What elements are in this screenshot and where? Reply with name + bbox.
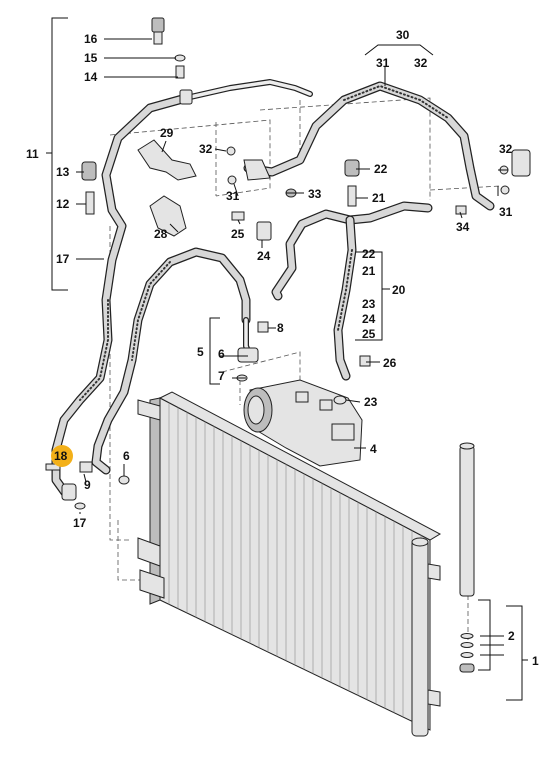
callout-32-top: 32 [414, 56, 428, 70]
leader-line [83, 473, 87, 483]
callout-23-low: 23 [364, 395, 378, 409]
callout-34: 34 [456, 220, 470, 234]
callout-25-group: 25 [362, 327, 376, 341]
callout-24: 24 [257, 249, 271, 263]
bracket-30 [364, 44, 434, 56]
bracket-11 [51, 17, 68, 291]
pressure-switch [151, 17, 165, 45]
leader-line [459, 211, 463, 219]
callout-15: 15 [84, 51, 98, 65]
callout-6-low: 6 [123, 449, 130, 463]
leader-line [161, 140, 167, 153]
callout-29: 29 [160, 126, 174, 140]
callout-labels: 16 15 14 11 13 12 17 29 28 32 31 33 25 2… [26, 28, 539, 668]
callout-22-group: 22 [362, 247, 376, 261]
callout-9: 9 [84, 478, 91, 492]
callout-7: 7 [218, 369, 225, 383]
callout-24-group: 24 [362, 312, 376, 326]
bracket-20 [355, 251, 383, 341]
dryer-cartridge [459, 442, 475, 673]
leader-line [214, 148, 227, 152]
highlight-marker [51, 445, 73, 467]
callout-2: 2 [508, 629, 515, 643]
callout-31-top: 31 [376, 56, 390, 70]
callout-14: 14 [84, 70, 98, 84]
callout-8: 8 [277, 321, 284, 335]
callout-20: 20 [392, 283, 406, 297]
callout-4: 4 [370, 442, 377, 456]
callout-18: 18 [54, 449, 68, 463]
callout-31-left: 31 [226, 189, 240, 203]
leader-line [345, 399, 361, 403]
callout-12: 12 [56, 197, 70, 211]
callout-5: 5 [197, 345, 204, 359]
callout-32-right: 32 [499, 142, 513, 156]
callout-25: 25 [231, 227, 245, 241]
callout-6-mid: 6 [218, 347, 225, 361]
callout-33: 33 [308, 187, 322, 201]
bracket-5 [209, 317, 220, 385]
callout-28: 28 [154, 227, 168, 241]
callout-17-low: 17 [73, 516, 87, 530]
callout-23-group: 23 [362, 297, 376, 311]
callout-21-top: 21 [372, 191, 386, 205]
callout-26: 26 [383, 356, 397, 370]
callout-32-left: 32 [199, 142, 213, 156]
bracket-2 [478, 599, 491, 671]
callout-21-group: 21 [362, 264, 376, 278]
leader-line [169, 223, 179, 233]
bracket-1 [506, 605, 523, 701]
callout-13: 13 [56, 165, 70, 179]
callout-31-right: 31 [499, 205, 513, 219]
leader-line [237, 219, 241, 225]
condenser [137, 391, 442, 737]
callout-16: 16 [84, 32, 98, 46]
callout-17-top: 17 [56, 252, 70, 266]
callout-1: 1 [532, 654, 539, 668]
callout-11: 11 [26, 147, 39, 161]
callout-22-top: 22 [374, 162, 388, 176]
leader-line [233, 183, 239, 197]
callout-30: 30 [396, 28, 410, 42]
